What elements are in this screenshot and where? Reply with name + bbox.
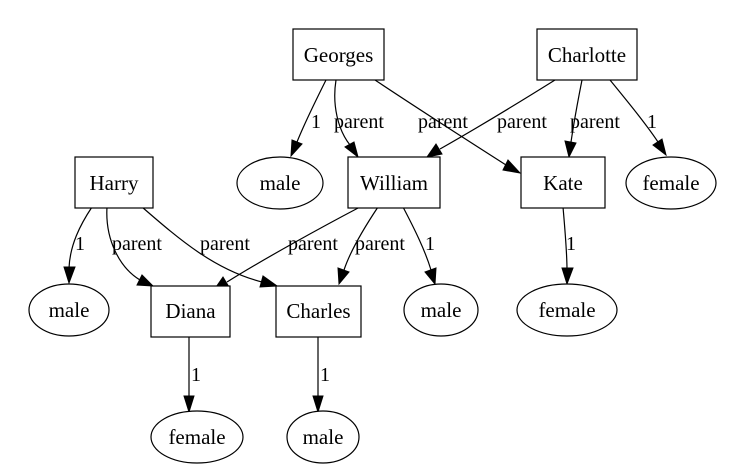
node-label-female-kate: female: [538, 298, 595, 322]
edge-label-charles-male: 1: [320, 364, 330, 386]
node-label-diana: Diana: [165, 299, 216, 323]
edge-label-charlotte-female: 1: [647, 111, 657, 133]
node-charlotte: Charlotte: [536, 28, 638, 81]
edge-georges-male: 1: [290, 79, 327, 158]
node-male-harry: male: [28, 283, 110, 337]
edge-label-harry-charles: parent: [200, 233, 250, 255]
edge-harry-diana: parent: [106, 206, 162, 287]
node-harry: Harry: [74, 156, 154, 209]
node-label-william: William: [360, 171, 428, 195]
node-georges: Georges: [292, 28, 385, 81]
node-label-harry: Harry: [90, 171, 139, 195]
node-label-charlotte: Charlotte: [548, 43, 626, 67]
edge-label-charlotte-william: parent: [497, 111, 547, 133]
edge-label-william-male: 1: [425, 233, 435, 255]
edge-charles-male: 1: [312, 337, 330, 414]
node-kate: Kate: [520, 156, 606, 209]
node-female-charlotte: female: [625, 156, 717, 210]
edge-label-charlotte-kate: parent: [570, 111, 620, 133]
edge-label-harry-diana: parent: [112, 233, 162, 255]
edge-diana-female: 1: [183, 337, 201, 414]
node-label-male-georges: male: [260, 171, 301, 195]
edge-william-male: 1: [402, 206, 437, 286]
edge-label-kate-female: 1: [566, 233, 576, 255]
edge-charlotte-kate: parent: [564, 79, 620, 159]
nodes: Georges Charlotte male William Kate fema…: [28, 28, 717, 464]
edge-harry-male: 1: [63, 206, 93, 285]
node-male-charles: male: [286, 410, 360, 464]
node-charles: Charles: [275, 285, 362, 338]
node-label-female-charlotte: female: [642, 171, 699, 195]
node-label-male-william: male: [421, 298, 462, 322]
node-label-kate: Kate: [543, 171, 583, 195]
edge-charlotte-william: parent: [425, 79, 556, 158]
edge-georges-kate: parent: [374, 79, 522, 174]
edge-label-william-charles: parent: [355, 233, 405, 255]
edge-label-diana-female: 1: [191, 364, 201, 386]
edge-label-harry-male: 1: [75, 233, 85, 255]
node-male-georges: male: [236, 156, 324, 210]
edge-label-william-diana: parent: [288, 233, 338, 255]
node-female-diana: female: [150, 410, 244, 464]
node-label-male-charles: male: [303, 425, 344, 449]
node-diana: Diana: [150, 285, 231, 338]
node-label-georges: Georges: [304, 43, 374, 67]
edge-label-georges-kate: parent: [418, 111, 468, 133]
edge-charlotte-female: 1: [609, 79, 667, 157]
node-label-charles: Charles: [286, 299, 350, 323]
node-label-male-harry: male: [49, 298, 90, 322]
edge-harry-charles: parent: [141, 206, 279, 288]
edge-william-charles: parent: [337, 206, 405, 286]
node-william: William: [347, 156, 441, 209]
node-male-william: male: [403, 283, 479, 337]
edge-label-georges-william: parent: [334, 111, 384, 133]
edges: 1 parent parent parent parent: [63, 79, 667, 414]
edge-kate-female: 1: [561, 206, 576, 286]
edge-label-georges-male: 1: [311, 111, 321, 133]
node-label-female-diana: female: [168, 425, 225, 449]
edge-georges-william: parent: [334, 79, 384, 159]
node-female-kate: female: [516, 283, 618, 337]
